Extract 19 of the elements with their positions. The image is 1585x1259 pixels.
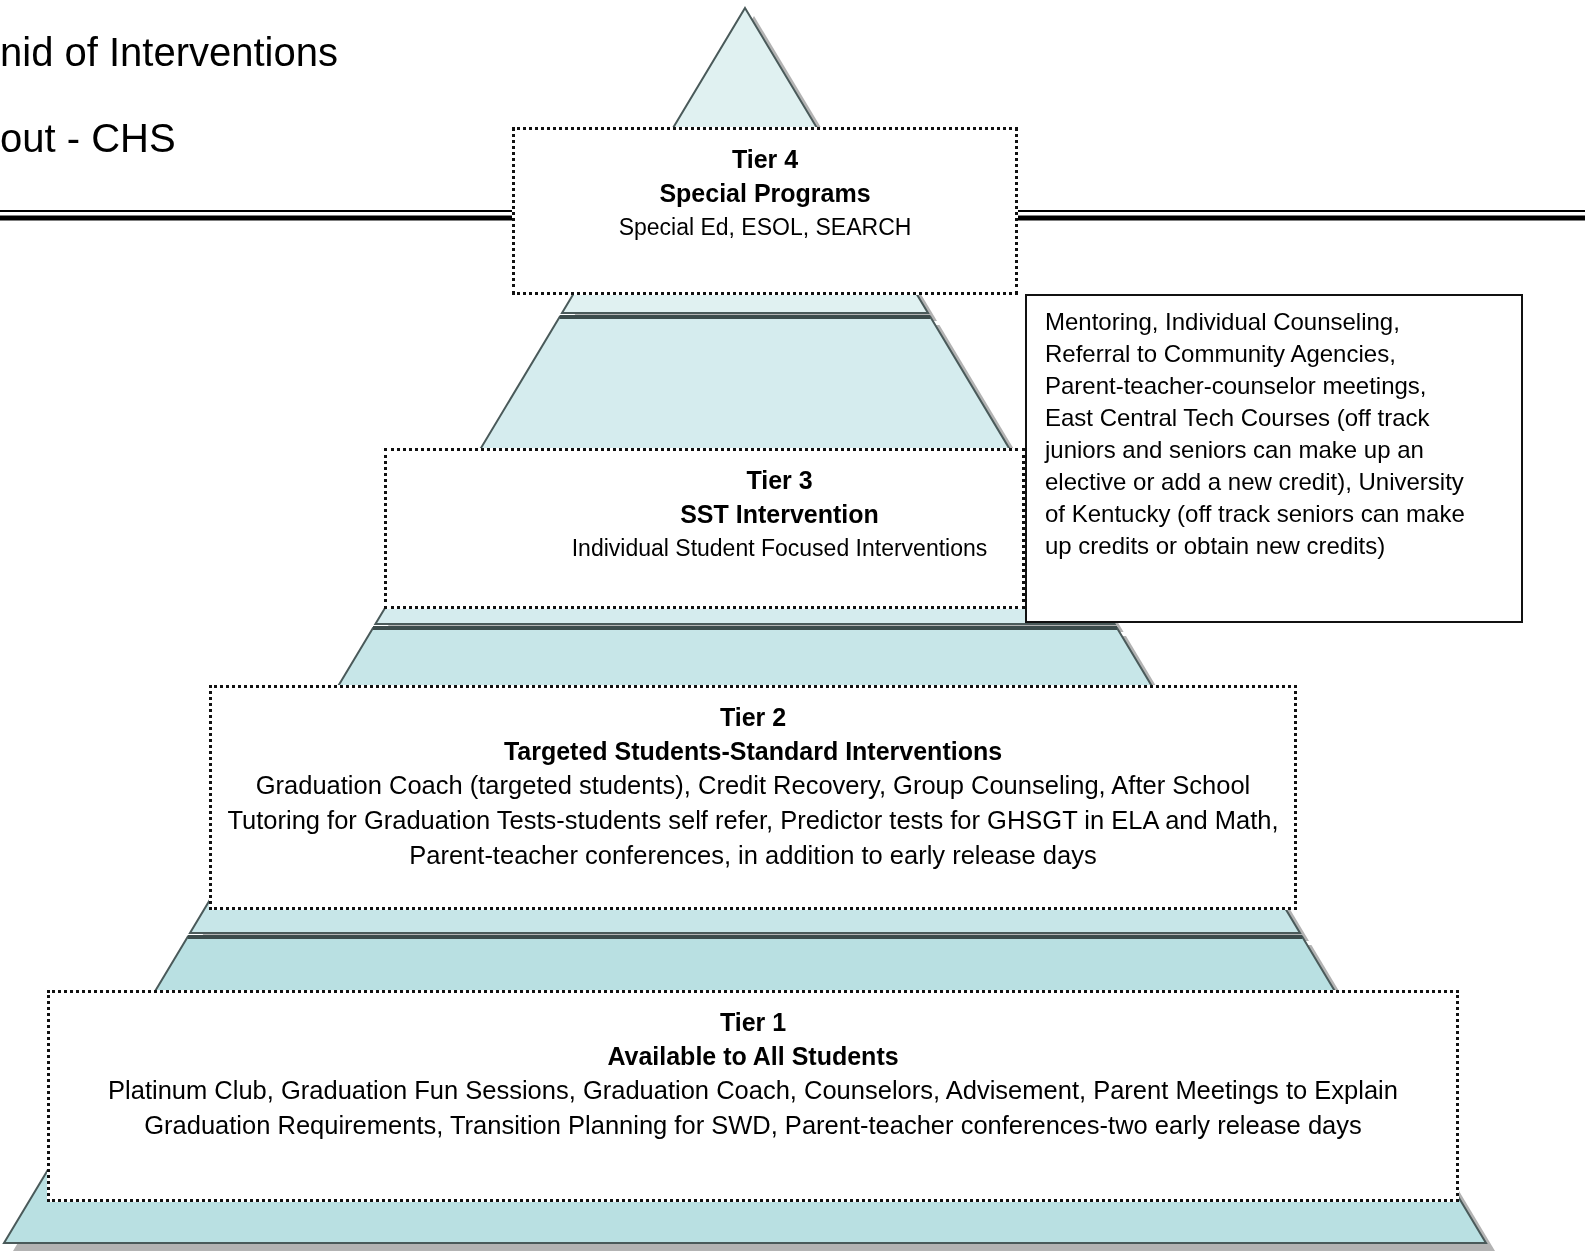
tier-heading: Tier 2: [719, 702, 787, 733]
tier-box: [47, 990, 1459, 1202]
tier-box: [384, 448, 1025, 609]
heading-text: nid of Interventions: [0, 30, 338, 75]
tier-heading: Tier 3: [746, 465, 813, 496]
tier-heading: Tier 1: [719, 1007, 787, 1038]
tier-heading: Targeted Students-Standard Interventions: [503, 736, 1003, 767]
tier-description: Individual Student Focused Interventions: [571, 534, 988, 563]
tier-description: Special Ed, ESOL, SEARCH: [618, 213, 912, 242]
tier-heading: SST Intervention: [680, 499, 879, 530]
tier-description: Platinum Club, Graduation Fun Sessions, Graduation Coach, Counselors, Advisement, Parent Meetings to Explain Graduation Requirements, Transition Planning for SWD, Parent-teacher conferences-two early release days: [107, 1075, 1399, 1141]
tier-box: [209, 685, 1297, 910]
tier-box: [512, 127, 1018, 295]
tier-heading: Available to All Students: [607, 1041, 899, 1072]
tier-description: Graduation Coach (targeted students), Credit Recovery, Group Counseling, After School Tutoring for Graduation Tests-students self refer, Predictor tests for GHSGT in ELA and Math, Parent-teacher conferences, in addition to early release days: [226, 770, 1280, 871]
tier-heading: Tier 4: [731, 144, 799, 175]
tier-heading: Special Programs: [659, 178, 871, 209]
heading-text: out - CHS: [0, 116, 176, 161]
note-box: Mentoring, Individual Counseling, Referral to Community Agencies, Parent-teacher-counselor meetings, East Central Tech Courses (off track juniors and seniors can make up an elective or add a new credit), University of Kentucky (off track seniors can make up credits or obtain new credits): [1025, 294, 1523, 623]
